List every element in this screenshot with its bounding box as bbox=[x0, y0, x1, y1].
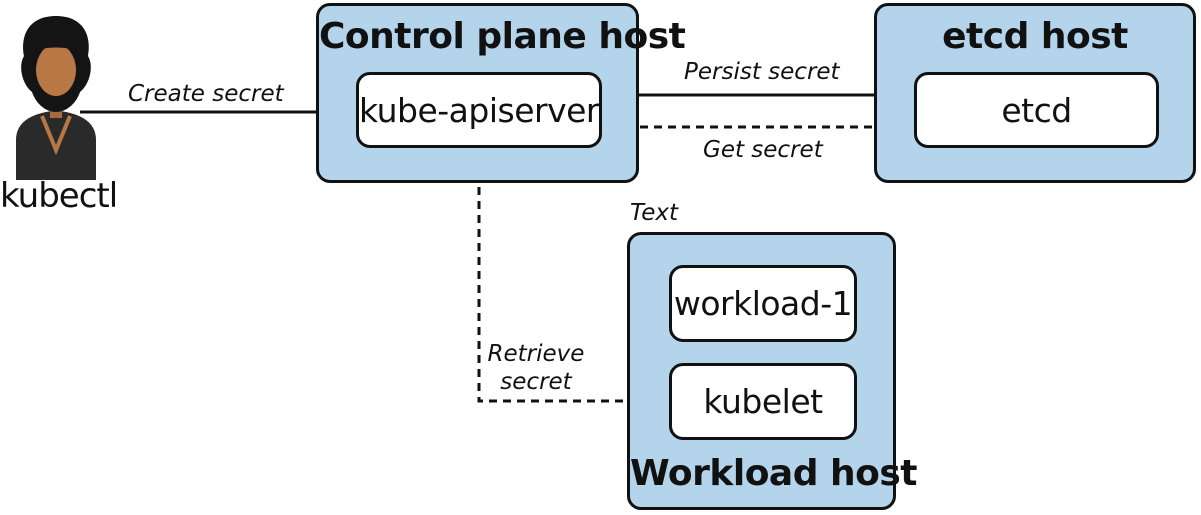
get-secret-label: Get secret bbox=[703, 137, 823, 163]
etcd-node: etcd bbox=[914, 72, 1159, 148]
kubelet-node: kubelet bbox=[669, 363, 857, 440]
persist-secret-label: Persist secret bbox=[684, 59, 840, 85]
retrieve-secret-arrow bbox=[474, 158, 656, 406]
etcd-host-title: etcd host bbox=[942, 16, 1128, 57]
retrieve-secret-label-line2: secret bbox=[500, 369, 572, 395]
user-avatar-icon bbox=[16, 16, 96, 180]
control-plane-host-title: Control plane host bbox=[319, 16, 686, 57]
create-secret-label: Create secret bbox=[128, 81, 284, 107]
text-note-label: Text bbox=[630, 200, 678, 226]
workload-1-node: workload-1 bbox=[669, 265, 857, 342]
retrieve-secret-label: Retrieve secret bbox=[478, 340, 594, 396]
retrieve-secret-label-line1: Retrieve bbox=[487, 341, 585, 367]
kube-apiserver-node: kube-apiserver bbox=[356, 72, 602, 148]
workload-host-title: Workload host bbox=[630, 453, 918, 494]
kubectl-label: kubectl bbox=[0, 176, 118, 216]
